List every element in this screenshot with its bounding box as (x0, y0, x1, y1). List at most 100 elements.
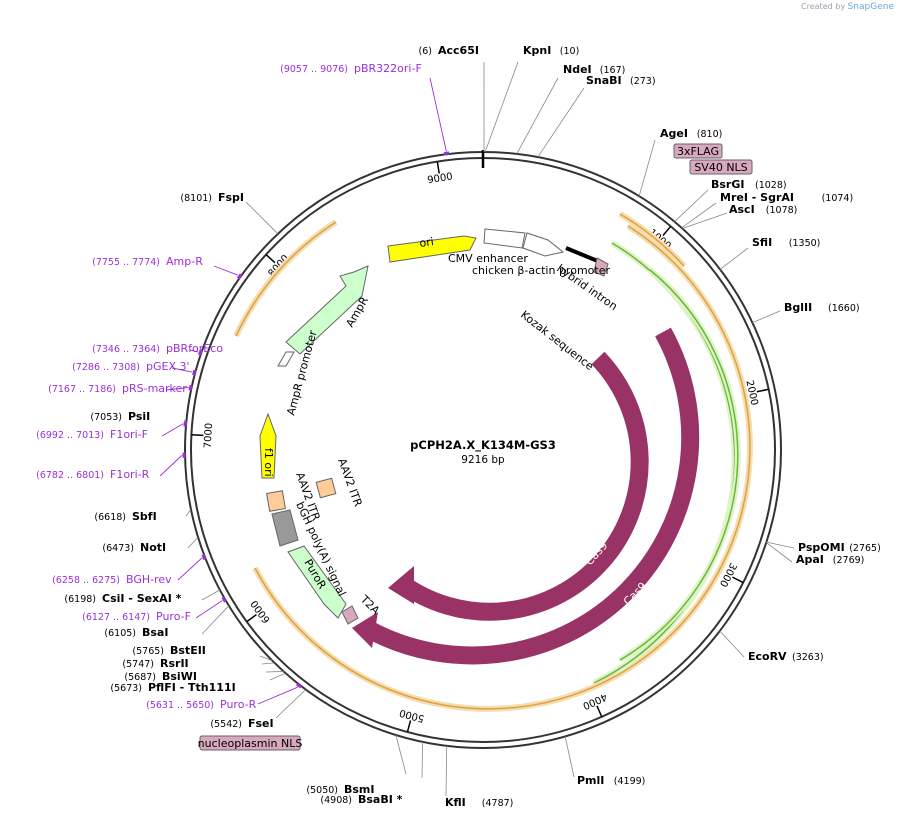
primer-name-f1ori-r: F1ori-R (110, 468, 150, 481)
enzyme-name-bsrgi: BsrGI (711, 178, 744, 191)
aav2-itr-right-feature (315, 477, 337, 499)
tick-mark-3000 (732, 576, 744, 584)
orange-feature-1-line (619, 213, 685, 267)
enzyme-name-bsabi-: BsaBI * (358, 793, 403, 806)
ampr-feature (285, 265, 369, 355)
primer-site-puro-r (295, 682, 302, 689)
enzyme-name-agei: AgeI (660, 127, 688, 140)
ori-label: ori (419, 235, 435, 250)
enzyme-leader-fspi (245, 201, 279, 235)
enzyme-pos-snabi: (273) (630, 76, 656, 87)
primer-site-puro-f (221, 596, 227, 603)
enzyme-name-apai: ApaI (796, 553, 824, 566)
enzyme-leader-agei (638, 139, 656, 197)
primer-leader-puro-r (257, 686, 298, 705)
orange-feature-4-line (235, 221, 337, 337)
enzyme-pos-bsrgi: (1028) (755, 180, 787, 191)
tick-label-9000: 9000 (427, 171, 454, 186)
enzyme-leader-kpni (484, 61, 519, 153)
tick-label-7000: 7000 (203, 423, 215, 449)
enzyme-leader-bsteii (259, 655, 273, 662)
enzyme-pos-psii: (7053) (90, 412, 122, 423)
enzyme-leader-sbfi (185, 509, 192, 517)
cmv-enhancer-feature (483, 228, 526, 249)
enzyme-pos-acc65i: (6) (419, 46, 432, 57)
primer-leader-bgh-rev (177, 557, 203, 581)
primer-site-pbr322ori-f (443, 151, 450, 156)
enzyme-name-snabi: SnaBI (586, 74, 622, 87)
cba-promoter-label: chicken β-actin promoter (472, 264, 610, 277)
snapgene-logo-text: SnapGene (847, 2, 894, 12)
enzyme-leader-kfli (445, 745, 448, 797)
kozak-label: Kozak sequence (518, 308, 596, 373)
primer-site-prs-marker (188, 384, 193, 391)
enzyme-pos-pspomi: (2765) (849, 543, 881, 554)
enzyme-name-sbfi: SbfI (132, 510, 157, 523)
enzyme-labels-left: (8101)FspI(7053)PsiI(6618)SbfI(6473)NotI… (64, 191, 423, 806)
orange-feature-3-line (254, 567, 617, 710)
primer-leader-f1ori-r (159, 454, 183, 477)
primer-name-prs-marker: pRS-marker (122, 382, 187, 395)
enzyme-pos-kpni: (10) (560, 46, 580, 57)
primer-leader-pbr322ori-f (429, 77, 447, 152)
cas9-inner-arrowhead (388, 566, 414, 604)
enzyme-name-sfii: SfiI (752, 236, 772, 249)
enzyme-name-fspi: FspI (218, 191, 244, 204)
enzyme-pos-bsiwi: (5687) (124, 672, 156, 683)
tick-mark-4000 (596, 705, 603, 718)
enzyme-name-rsrii: RsrII (160, 657, 189, 670)
primer-leader-puro-f (195, 600, 223, 619)
enzyme-pos-fsei: (5542) (210, 719, 242, 730)
tick-mark-6000 (246, 613, 257, 623)
enzyme-name-noti: NotI (140, 541, 166, 554)
primer-name-puro-f: Puro-F (156, 610, 191, 623)
primer-name-bgh-rev: BGH-rev (126, 573, 172, 586)
enzyme-pos-agei: (810) (697, 129, 723, 140)
ori-feature (387, 235, 477, 263)
puror-feature (287, 545, 347, 619)
flag-box (673, 143, 723, 159)
primer-pos-puro-f: (6127 .. 6147) (82, 612, 150, 623)
enzyme-pos-ecorv: (3263) (792, 652, 824, 663)
enzyme-pos-ndei: (167) (600, 65, 626, 76)
enzyme-leader-sfii (719, 247, 749, 270)
tick-mark-8000 (265, 254, 276, 264)
enzyme-name-kpni: KpnI (523, 44, 551, 57)
enzyme-name-bglii: BglII (784, 301, 812, 314)
enzyme-leader-pflfi-tth111i (269, 672, 286, 681)
ampr-promoter-feature (277, 351, 295, 367)
enzyme-pos-sfii: (1350) (789, 238, 821, 249)
primer-name-puro-r: Puro-R (220, 698, 257, 711)
primer-leader-amp-r (213, 265, 239, 276)
enzyme-name-fsei: FseI (248, 717, 274, 730)
primer-pos-prs-marker: (7167 .. 7186) (48, 384, 116, 395)
enzyme-name-asci: AscI (729, 203, 755, 216)
enzyme-pos-noti: (6473) (102, 543, 134, 554)
snapgene-watermark: Created by SnapGene (801, 2, 894, 12)
orange-feature-2-line (615, 225, 751, 677)
enzyme-leader-rsrii (261, 662, 275, 665)
sv40-nls-box (689, 159, 753, 175)
enzyme-leader-fsei (275, 689, 307, 719)
tick-mark-1000 (662, 225, 672, 236)
enzyme-pos-fspi: (8101) (180, 193, 212, 204)
enzyme-leader-bsiwi (265, 671, 284, 673)
green-feature-2-line (619, 269, 739, 661)
nucleoplasmin-nls-box (199, 735, 301, 751)
enzyme-leader-ecorv (719, 630, 745, 658)
enzyme-name-pspomi: PspOMI (798, 541, 845, 554)
primer-pos-amp-r: (7755 .. 7774) (92, 257, 160, 268)
enzyme-name-mrei-sgrai: MreI - SgrAI (720, 191, 794, 204)
plasmid-length: 9216 bp (461, 454, 505, 466)
primer-name-pgex-3-: pGEX 3' (146, 360, 190, 373)
enzyme-pos-sbfi: (6618) (94, 512, 126, 523)
primer-leader-pgex-3- (171, 367, 193, 373)
cas9-outer-arrowhead (352, 612, 378, 648)
f1-ori-feature (259, 412, 277, 479)
enzyme-leader-apai (766, 542, 793, 563)
primer-leader-f1ori-f (161, 423, 184, 437)
enzyme-name-ndei: NdeI (563, 63, 592, 76)
flag-box-label: 3xFLAG (677, 145, 719, 158)
tick-label-5000: 5000 (398, 707, 425, 724)
enzyme-leader-bsmi (395, 734, 407, 775)
